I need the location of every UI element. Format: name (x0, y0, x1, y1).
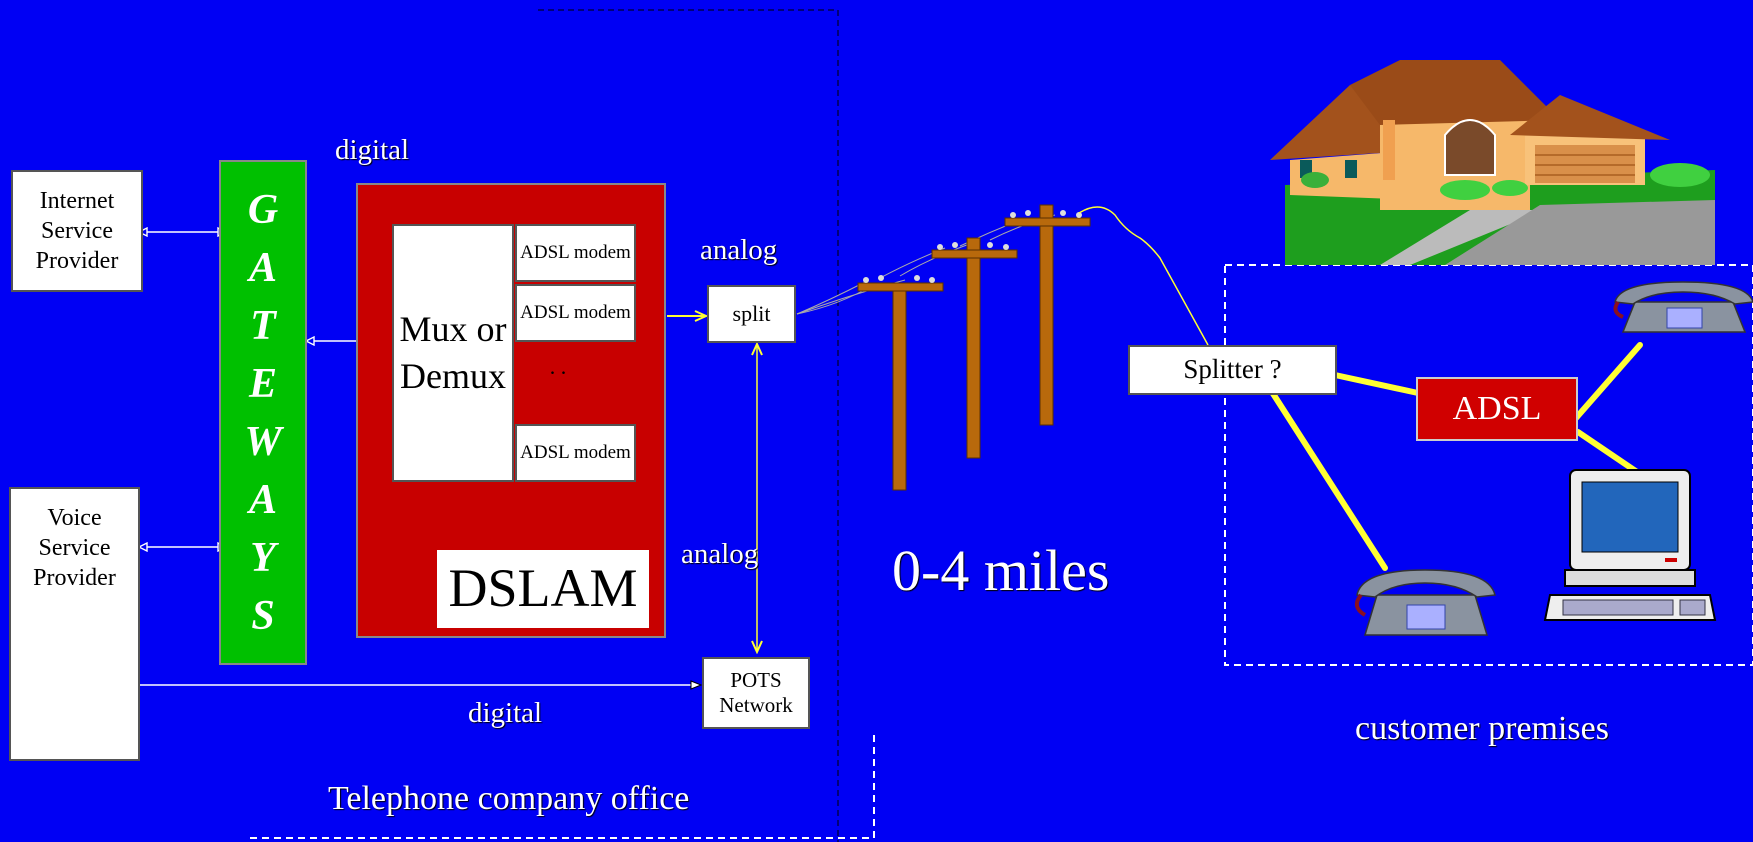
distance-label: 0-4 miles (892, 538, 1110, 603)
customer-premises-label: customer premises (1355, 710, 1609, 747)
gateways-letter: Y (250, 534, 276, 581)
gateways-letter: A (248, 244, 277, 291)
telco-office-label: Telephone company office (328, 780, 690, 817)
isp-box: Internet Service Provider (11, 170, 143, 292)
digital-top-label: digital (335, 134, 410, 166)
analog-bottom-label: analog (681, 538, 759, 570)
telephone-icon (1354, 569, 1496, 636)
telco-office-border-white (250, 735, 875, 839)
adsl-modem-3: ADSL modem (515, 424, 636, 482)
gateways-letter: S (251, 592, 275, 639)
telephone-icon (1613, 281, 1753, 333)
gateways-letter: A (248, 476, 277, 523)
modem-ellipsis: . . (549, 354, 567, 379)
gateways-letter: W (244, 418, 282, 465)
adsl-box: ADSL (1416, 377, 1578, 441)
utility-pole-icon (857, 204, 1091, 491)
overhead-wires (796, 214, 1056, 315)
splitter-box: Splitter ? (1128, 345, 1337, 395)
gateways-letter: G (247, 186, 279, 233)
pots-network-box: POTS Network (702, 657, 810, 729)
computer-icon (1543, 469, 1717, 621)
digital-bottom-label: digital (468, 697, 543, 729)
vsp-box: Voice Service Provider (9, 487, 140, 761)
dslam-label: DSLAM (437, 550, 649, 628)
gateways-letter: T (250, 302, 276, 349)
drop-line (1078, 206, 1209, 346)
adsl-modem-1: ADSL modem (515, 224, 636, 282)
adsl-modem-2: ADSL modem (515, 284, 636, 342)
gateways-box: G A T E W A Y S (219, 160, 307, 665)
telco-office-border (538, 9, 839, 842)
house-icon (1270, 60, 1715, 265)
split-box: split (707, 285, 796, 343)
premises-links (1269, 342, 1643, 571)
gateways-letter: E (248, 360, 277, 407)
mux-demux-box: Mux or Demux (392, 224, 514, 482)
analog-top-label: analog (700, 234, 778, 266)
